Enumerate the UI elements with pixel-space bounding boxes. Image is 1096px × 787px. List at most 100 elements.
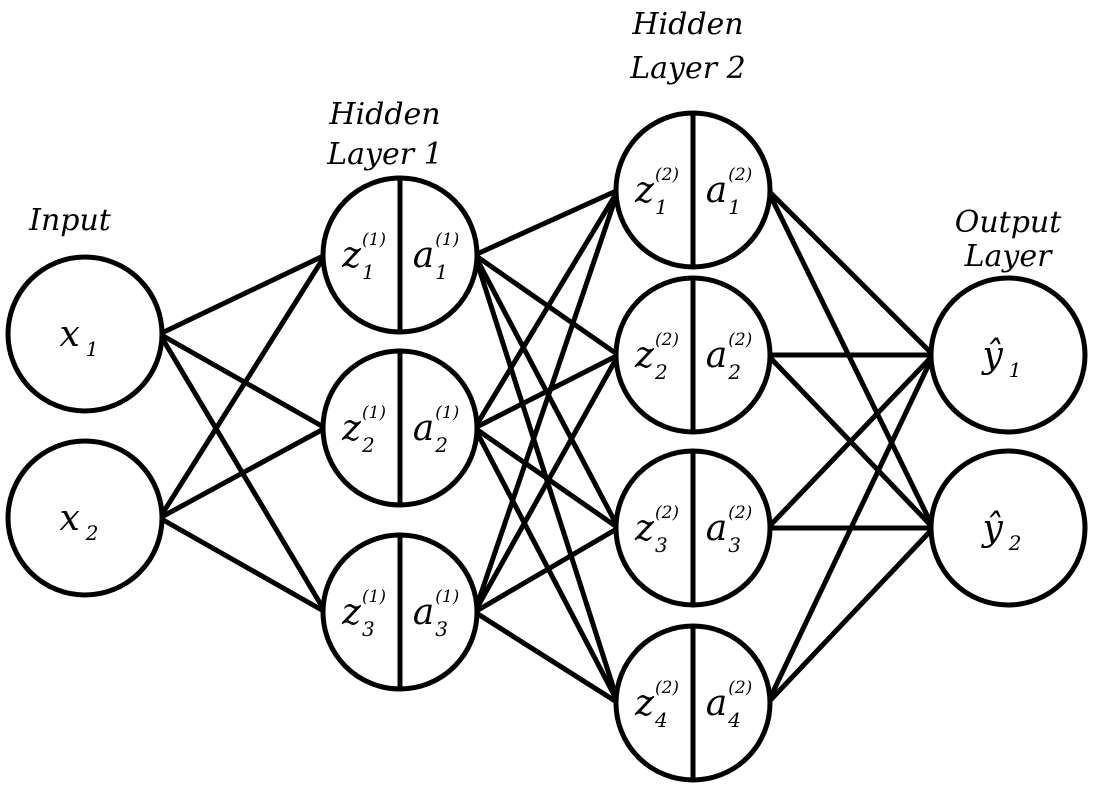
pre-activation-label-symbol: z	[634, 508, 655, 549]
activation-label-subscript: 1	[728, 195, 741, 219]
activation-label-superscript: (1)	[435, 587, 459, 607]
pre-activation-label-superscript: (2)	[655, 330, 679, 350]
neuron-circle	[5, 438, 165, 598]
pre-activation-label-superscript: (2)	[655, 678, 679, 698]
pre-activation-label-subscript: 1	[655, 195, 668, 219]
activation-label: a(2) 3	[706, 503, 753, 557]
node-label-subscript: 2	[85, 521, 99, 545]
pre-activation-label-symbol: z	[634, 335, 655, 376]
activation-label: a(2)2	[706, 330, 753, 384]
pre-activation-label: z(1)2	[341, 403, 386, 457]
activation-label-symbol: a	[706, 683, 727, 724]
pre-activation-label: z(2) 2	[634, 330, 679, 384]
layer-title-4-line-1: Output	[955, 205, 1062, 240]
edge-l2n3-l3n1	[472, 187, 621, 615]
edge-l2n2-l3n1	[472, 187, 621, 431]
activation-label: a(2) 1	[706, 165, 753, 219]
activation-label: a(1) 2	[413, 403, 460, 457]
edge-l2n2-l3n4	[472, 425, 621, 706]
activation-label: a(2)4	[706, 678, 753, 732]
activation-label-symbol: a	[413, 235, 434, 276]
pre-activation-label-symbol: z	[341, 592, 362, 633]
edge-l1n2-l2n1	[157, 252, 328, 521]
node-label-symbol: ŷ	[980, 508, 1003, 549]
pre-activation-label-subscript: 4	[654, 708, 668, 732]
node-label-subscript: 1	[86, 337, 99, 361]
pre-activation-label-symbol: z	[634, 683, 655, 724]
edge-l3n4-l4n1	[765, 352, 936, 706]
pre-activation-label-superscript: (1)	[362, 587, 386, 607]
edge-l2n1-l3n1	[472, 187, 621, 258]
activation-label-superscript: (2)	[728, 503, 752, 523]
activation-label-subscript: 2	[434, 433, 448, 457]
neuron-circle	[928, 275, 1088, 435]
edge-l2n3-l3n3	[472, 525, 621, 615]
edge-l1n1-l2n2	[157, 331, 328, 431]
edge-l3n1-l4n1	[765, 187, 936, 358]
pre-activation-label-superscript: (2)	[655, 503, 679, 523]
neuron-circle	[5, 254, 165, 414]
activation-label-symbol: a	[413, 408, 434, 449]
node-label-symbol: ŷ	[980, 335, 1003, 376]
edge-l3n3-l4n1	[765, 352, 936, 531]
edge-l1n2-l2n3	[157, 515, 328, 615]
layer-title-4-line-2: Layer	[964, 239, 1054, 274]
activation-label-subscript: 3	[728, 533, 741, 557]
layer-title-3-line-1: Hidden	[631, 7, 743, 42]
node-label-symbol: x	[59, 314, 79, 355]
layer-title-3-line-2: Layer 2	[629, 51, 745, 86]
edge-l2n2-l3n3	[472, 425, 621, 531]
pre-activation-label: z(1) 3	[341, 587, 386, 641]
node-label-symbol: x	[59, 498, 79, 539]
pre-activation-label: z(1)1	[341, 230, 386, 284]
edge-l3n4-l4n2	[765, 525, 936, 706]
activation-label-superscript: (2)	[728, 330, 752, 350]
activation-label-superscript: (1)	[435, 230, 459, 250]
activation-label-superscript: (2)	[728, 678, 752, 698]
pre-activation-label: z(2) 3	[634, 503, 679, 557]
activation-label: a(1) 1	[413, 230, 460, 284]
edge-l2n3-l3n4	[472, 609, 621, 706]
edge-l1n1-l2n1	[157, 252, 328, 337]
pre-activation-label-subscript: 3	[362, 617, 375, 641]
neuron-circle	[928, 448, 1088, 608]
activation-label-superscript: (1)	[435, 403, 459, 423]
activation-label-superscript: (2)	[728, 165, 752, 185]
edge-l2n3-l3n2	[472, 352, 621, 615]
activation-label-subscript: 1	[435, 260, 448, 284]
pre-activation-label-subscript: 1	[362, 260, 375, 284]
activation-label-subscript: 3	[435, 617, 448, 641]
pre-activation-label-subscript: 3	[655, 533, 668, 557]
activation-label-symbol: a	[706, 335, 727, 376]
layer-title-2-line-2: Layer 1	[326, 137, 442, 172]
pre-activation-label-subscript: 2	[654, 360, 668, 384]
activation-label-symbol: a	[413, 592, 434, 633]
pre-activation-label-superscript: (1)	[362, 403, 386, 423]
pre-activation-label-symbol: z	[634, 170, 655, 211]
connections	[157, 187, 936, 706]
activation-label-symbol: a	[706, 508, 727, 549]
activation-label-symbol: a	[706, 170, 727, 211]
node-label-subscript: 1	[1009, 358, 1022, 382]
pre-activation-label: z(2) 4	[634, 678, 679, 732]
activation-label: a(1) 3	[413, 587, 460, 641]
pre-activation-label-superscript: (2)	[655, 165, 679, 185]
pre-activation-label-symbol: z	[341, 408, 362, 449]
pre-activation-label-superscript: (1)	[362, 230, 386, 250]
